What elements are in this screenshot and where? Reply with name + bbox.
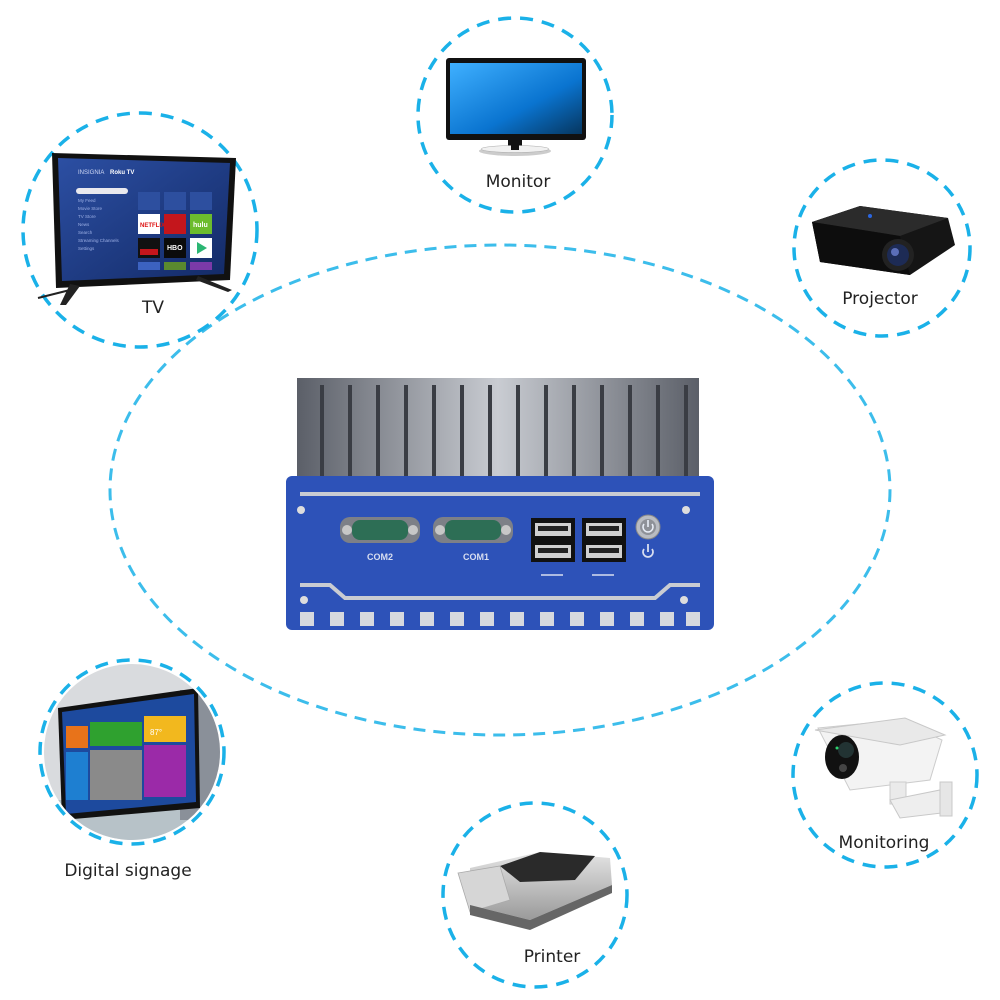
digital-signage-label: Digital signage: [64, 861, 192, 881]
usb-ports-a: [531, 518, 575, 562]
svg-text:Streaming Channels: Streaming Channels: [78, 238, 120, 243]
tv-product: Roku TV: [110, 170, 134, 176]
usb-ports-b: [582, 518, 626, 562]
svg-text:Search: Search: [78, 230, 93, 235]
monitor-icon: [446, 58, 586, 156]
printer-icon: [457, 852, 612, 930]
svg-text:HBO: HBO: [167, 245, 183, 252]
signage-weather: 87°: [150, 728, 162, 737]
tv-label: TV: [141, 298, 165, 318]
svg-text:My Feed: My Feed: [78, 198, 96, 203]
projector-label: Projector: [842, 289, 918, 309]
svg-text:Settings: Settings: [78, 246, 95, 251]
connection-ellipse: [108, 243, 892, 737]
com1-label: COM1: [463, 552, 489, 562]
printer-label: Printer: [523, 947, 581, 967]
projector-icon: [812, 206, 955, 275]
svg-text:NETFLIX: NETFLIX: [140, 223, 165, 229]
monitor-label: Monitor: [485, 172, 551, 192]
com2-label: COM2: [367, 552, 393, 562]
com1-port: [433, 517, 513, 543]
power-button[interactable]: [635, 514, 661, 540]
mini-pc: COM2 COM1: [286, 378, 714, 630]
bottom-fins: [300, 612, 700, 626]
svg-text:TV Store: TV Store: [78, 214, 96, 219]
digital-signage-icon: 87°: [44, 664, 220, 840]
power-icon: [642, 544, 654, 558]
heatsink-fins: [320, 385, 688, 492]
com2-port: [340, 517, 420, 543]
svg-text:hulu: hulu: [193, 222, 208, 229]
security-camera-icon: [814, 717, 953, 819]
svg-text:News: News: [78, 222, 90, 227]
monitoring-label: Monitoring: [838, 833, 930, 853]
svg-text:Movie Store: Movie Store: [78, 206, 103, 211]
tv-brand: INSIGNIA: [78, 170, 104, 176]
